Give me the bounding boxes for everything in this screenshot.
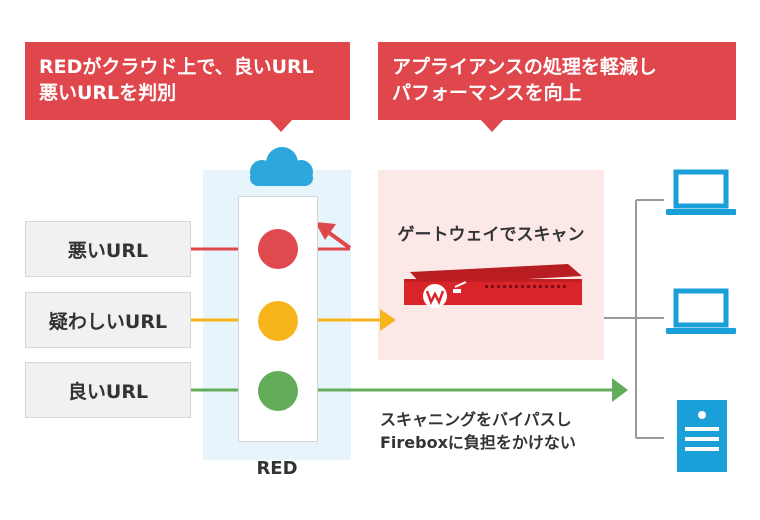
callout-right-pointer bbox=[481, 120, 503, 132]
red-lamp bbox=[258, 229, 298, 269]
cloud-icon bbox=[250, 147, 313, 186]
callout-right-line2: パフォーマンスを向上 bbox=[392, 82, 582, 104]
callout-left-line1: REDがクラウド上で、良いURL bbox=[39, 56, 314, 78]
callout-appliance-performance: アプライアンスの処理を軽減し パフォーマンスを向上 bbox=[378, 42, 736, 132]
bad-url-label: 悪いURL bbox=[25, 221, 191, 277]
traffic-light bbox=[238, 196, 318, 442]
red-label: RED bbox=[256, 458, 298, 479]
callout-left-line2: 悪いURLを判別 bbox=[39, 82, 177, 104]
laptop-icon-top bbox=[666, 169, 736, 215]
firebox-appliance-icon bbox=[404, 264, 582, 308]
red-return-arrowhead bbox=[315, 222, 336, 240]
good-bypass-arrowhead bbox=[612, 378, 628, 402]
good-url-label: 良いURL bbox=[25, 362, 191, 418]
suspicious-url-label: 疑わしいURL bbox=[25, 292, 191, 348]
bypass-line1: スキャニングをバイパスし bbox=[380, 410, 572, 429]
yellow-lamp bbox=[258, 301, 298, 341]
green-lamp bbox=[258, 371, 298, 411]
bypass-description: スキャニングをバイパスし Fireboxに負担をかけない bbox=[380, 408, 576, 454]
suspicious-arrowhead bbox=[380, 309, 396, 331]
callout-right-line1: アプライアンスの処理を軽減し bbox=[392, 56, 657, 78]
callout-left-pointer bbox=[270, 120, 292, 132]
bypass-line2: Fireboxに負担をかけない bbox=[380, 433, 576, 452]
red-return-arrow-shaft bbox=[326, 230, 352, 250]
server-icon bbox=[677, 400, 727, 472]
laptop-icon-middle bbox=[666, 288, 736, 334]
gateway-scan-title: ゲートウェイでスキャン bbox=[397, 225, 585, 245]
callout-red-cloud-judgement: REDがクラウド上で、良いURL 悪いURLを判別 bbox=[25, 42, 350, 132]
